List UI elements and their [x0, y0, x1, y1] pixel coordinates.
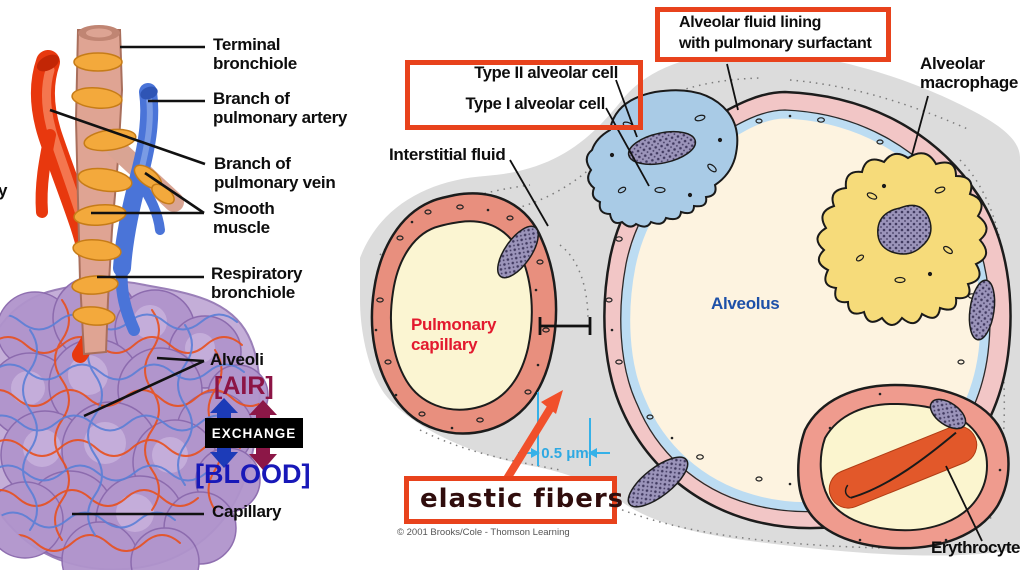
label-interstitial-fluid: Interstitial fluid	[389, 145, 506, 164]
leader-lines-left	[49, 45, 206, 516]
label-air: [AIR]	[214, 372, 274, 400]
cropped-label-fragment: y	[0, 181, 8, 200]
label-type2-cell: Type II alveolar cell	[474, 64, 618, 82]
capillary-cell-nucleus	[929, 398, 967, 430]
terminal-bronchiole-tube	[74, 25, 124, 356]
label-barrier-thickness: 0.5 μm	[541, 445, 589, 462]
label-branch-pulmonary-artery: Branch of pulmonary artery	[213, 89, 348, 127]
elastic-fibers-arrow	[496, 390, 563, 493]
macrophage-nucleus	[877, 204, 932, 255]
exchange-badge: EXCHANGE	[205, 418, 303, 448]
label-branch-pulmonary-vein: Branch of pulmonary vein	[214, 154, 336, 192]
pulmonary-capillary-art	[370, 192, 558, 435]
elastic-fibers-callout-box	[404, 476, 617, 524]
barrier-bracket	[538, 317, 592, 335]
label-capillary: Capillary	[212, 502, 282, 521]
alveolar-fluid-callout-box	[655, 7, 891, 62]
label-elastic-fibers: elastic fibers	[420, 484, 625, 514]
type-cells-callout-box	[405, 60, 643, 130]
capillary-organelles	[376, 204, 550, 423]
bronchiole-artwork	[0, 25, 277, 570]
erythrocyte-capillary-dots	[828, 392, 1002, 542]
alveolus-panel: Alveolar fluid lining with pulmonary sur…	[360, 0, 1020, 570]
label-pulmonary-capillary: Pulmonary capillary	[411, 315, 497, 354]
label-alveoli: Alveoli	[210, 350, 264, 369]
label-alveolar-macrophage: Alveolar macrophage	[920, 54, 1019, 92]
endothelial-nucleus	[497, 225, 539, 279]
label-erythrocyte: Erythrocyte	[931, 538, 1020, 557]
copyright-text: © 2001 Brooks/Cole - Thomson Learning	[397, 527, 570, 538]
label-smooth-muscle: Smooth muscle	[213, 199, 275, 237]
macrophage-art	[816, 152, 988, 326]
label-terminal-bronchiole: Terminal bronchiole	[213, 35, 297, 73]
capillary-dots	[374, 208, 540, 430]
label-alveolus: Alveolus	[711, 294, 780, 313]
label-type1-cell: Type I alveolar cell	[465, 95, 605, 113]
label-respiratory-bronchiole: Respiratory bronchiole	[211, 264, 303, 302]
type2-cell-art	[585, 89, 739, 228]
label-alveolar-fluid-lining: Alveolar fluid lining with pulmonary sur…	[679, 14, 872, 52]
bronchiole-panel: y Terminal bronchiole Branch of pulmonar…	[0, 0, 360, 570]
erythrocyte	[828, 425, 978, 509]
macrophage-organelles	[855, 183, 953, 284]
erythrocyte-capillary-art	[797, 383, 1010, 550]
type2-nucleus	[627, 130, 697, 166]
alveolus-artwork	[360, 51, 1020, 556]
label-blood: [BLOOD]	[195, 459, 311, 489]
exchange-badge-text: EXCHANGE	[211, 425, 297, 441]
